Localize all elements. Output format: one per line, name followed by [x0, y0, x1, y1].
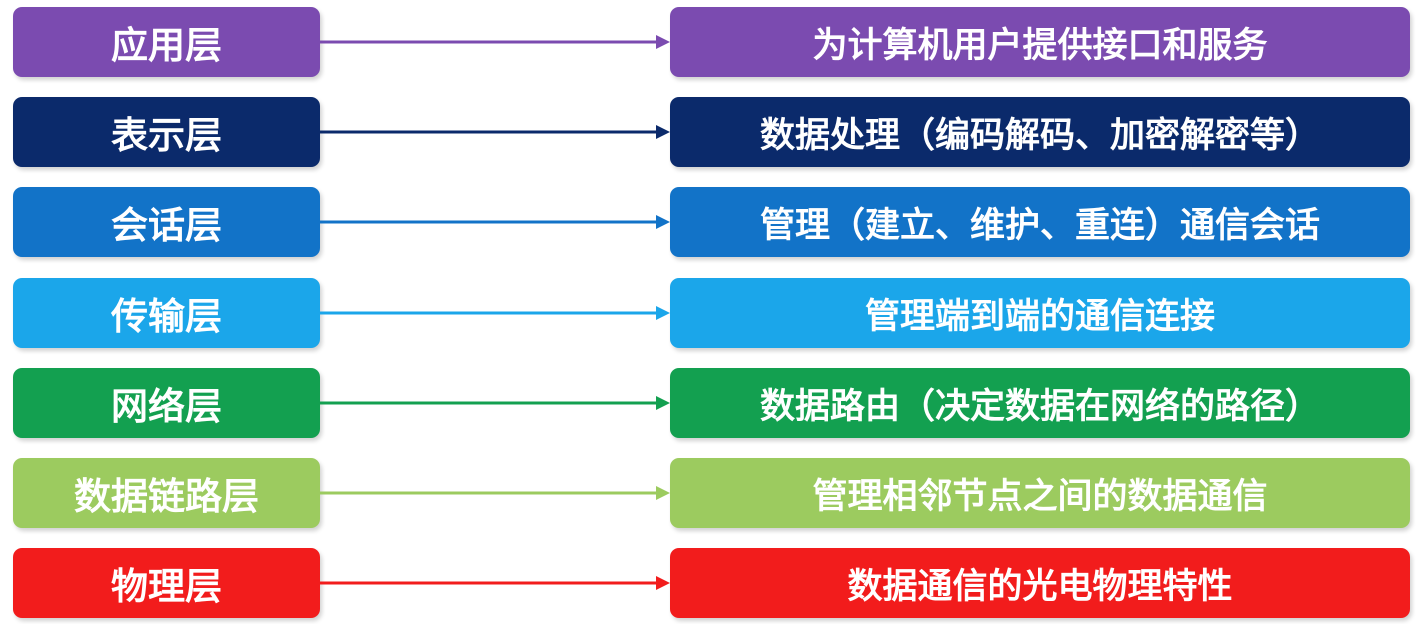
row-network: 网络层 数据路由（决定数据在网络的路径）	[0, 368, 1424, 438]
layer-box-presentation: 表示层	[13, 97, 320, 167]
layer-box-network: 网络层	[13, 368, 320, 438]
layer-box-session: 会话层	[13, 187, 320, 257]
desc-box-data-link: 管理相邻节点之间的数据通信	[670, 458, 1410, 528]
row-presentation: 表示层 数据处理（编码解码、加密解密等）	[0, 97, 1424, 167]
desc-box-physical: 数据通信的光电物理特性	[670, 548, 1410, 618]
layer-box-transport: 传输层	[13, 278, 320, 348]
desc-box-network: 数据路由（决定数据在网络的路径）	[670, 368, 1410, 438]
row-transport: 传输层 管理端到端的通信连接	[0, 278, 1424, 348]
arrow-application	[320, 35, 670, 49]
desc-box-transport: 管理端到端的通信连接	[670, 278, 1410, 348]
row-physical: 物理层 数据通信的光电物理特性	[0, 548, 1424, 618]
row-session: 会话层 管理（建立、维护、重连）通信会话	[0, 187, 1424, 257]
layer-box-application: 应用层	[13, 7, 320, 77]
layer-box-data-link: 数据链路层	[13, 458, 320, 528]
arrow-physical	[320, 576, 670, 590]
desc-box-presentation: 数据处理（编码解码、加密解密等）	[670, 97, 1410, 167]
layer-box-physical: 物理层	[13, 548, 320, 618]
arrow-presentation	[320, 125, 670, 139]
arrow-transport	[320, 306, 670, 320]
arrow-network	[320, 396, 670, 410]
arrow-session	[320, 215, 670, 229]
arrow-data-link	[320, 486, 670, 500]
row-data-link: 数据链路层 管理相邻节点之间的数据通信	[0, 458, 1424, 528]
row-application: 应用层 为计算机用户提供接口和服务	[0, 7, 1424, 77]
desc-box-session: 管理（建立、维护、重连）通信会话	[670, 187, 1410, 257]
desc-box-application: 为计算机用户提供接口和服务	[670, 7, 1410, 77]
